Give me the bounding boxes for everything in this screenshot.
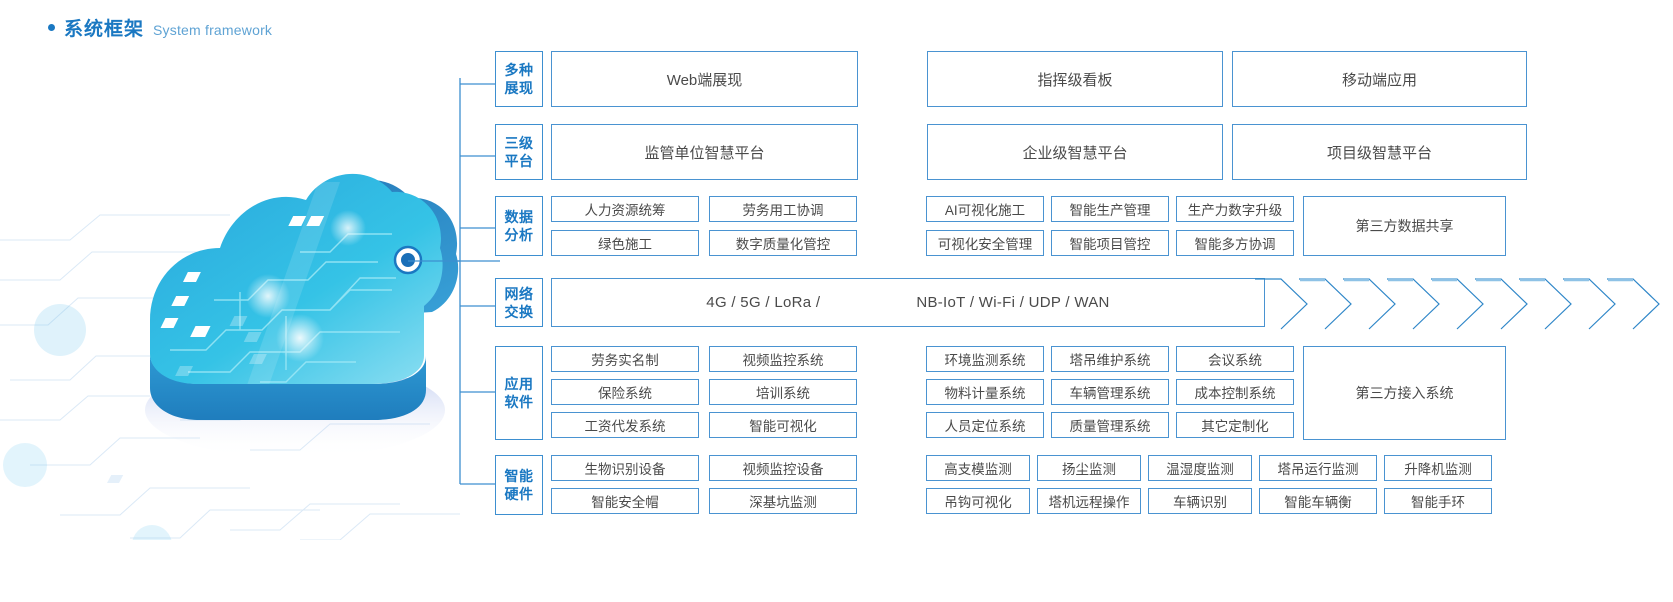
row-three-level-platform: 三级 平台 监管单位智慧平台 企业级智慧平台 项目级智慧平台 — [495, 124, 1527, 180]
cell-green-construction[interactable]: 绿色施工 — [551, 230, 699, 256]
row-network-exchange: 网络 交换 4G / 5G / LoRa / NB-IoT / Wi-Fi / … — [495, 278, 1265, 327]
cell-smart-production-mgmt[interactable]: 智能生产管理 — [1051, 196, 1169, 222]
network-protocols-right: NB-IoT / Wi-Fi / UDP / WAN — [916, 294, 1110, 311]
cell-labor-real-name[interactable]: 劳务实名制 — [551, 346, 699, 372]
box-third-party-access-system[interactable]: 第三方接入系统 — [1303, 346, 1506, 440]
row-label-network: 网络 交换 — [495, 278, 543, 327]
cell-quality-management-system[interactable]: 质量管理系统 — [1051, 412, 1169, 438]
cell-smart-visualization[interactable]: 智能可视化 — [709, 412, 857, 438]
cell-insurance-system[interactable]: 保险系统 — [551, 379, 699, 405]
bullet-dot-icon — [48, 24, 55, 31]
cell-smart-multiparty-coordination[interactable]: 智能多方协调 — [1176, 230, 1294, 256]
cell-payroll-system[interactable]: 工资代发系统 — [551, 412, 699, 438]
smart-hardware-right-cells: 高支模监测 扬尘监测 温湿度监测 塔吊运行监测 升降机监测 吊钩可视化 塔机远程… — [926, 455, 1492, 515]
page-title: 系统框架 System framework — [48, 14, 272, 41]
box-mobile-app[interactable]: 移动端应用 — [1232, 51, 1527, 107]
cell-labor-coordination[interactable]: 劳务用工协调 — [709, 196, 857, 222]
cell-other-customization[interactable]: 其它定制化 — [1176, 412, 1294, 438]
page-title-en: System framework — [153, 22, 273, 38]
row-label-line2: 分析 — [504, 227, 534, 243]
cell-hook-visualization[interactable]: 吊钩可视化 — [926, 488, 1030, 514]
cell-vehicle-recognition[interactable]: 车辆识别 — [1148, 488, 1252, 514]
box-web-presentation[interactable]: Web端展现 — [551, 51, 858, 107]
row-application-software: 应用 软件 劳务实名制 视频监控系统 保险系统 培训系统 工资代发系统 智能可视… — [495, 346, 1506, 440]
cell-temperature-humidity-monitoring[interactable]: 温湿度监测 — [1148, 455, 1252, 481]
row-label-line2: 硬件 — [504, 486, 534, 502]
smart-hardware-left-cells: 生物识别设备 视频监控设备 智能安全帽 深基坑监测 — [551, 455, 857, 515]
row-label-line1: 应用 — [504, 376, 534, 392]
data-analysis-right-cells: AI可视化施工 智能生产管理 生产力数字升级 可视化安全管理 智能项目管控 智能… — [926, 196, 1294, 256]
app-software-left-cells: 劳务实名制 视频监控系统 保险系统 培训系统 工资代发系统 智能可视化 — [551, 346, 857, 440]
cell-meeting-system[interactable]: 会议系统 — [1176, 346, 1294, 372]
box-regulator-platform[interactable]: 监管单位智慧平台 — [551, 124, 858, 180]
row-label-line1: 多种 — [504, 62, 534, 78]
cell-hr-coordination[interactable]: 人力资源统筹 — [551, 196, 699, 222]
cell-visual-safety-mgmt[interactable]: 可视化安全管理 — [926, 230, 1044, 256]
network-flow-arrows-icon — [1255, 278, 1660, 330]
cell-vehicle-management-system[interactable]: 车辆管理系统 — [1051, 379, 1169, 405]
box-enterprise-platform[interactable]: 企业级智慧平台 — [927, 124, 1223, 180]
cell-training-system[interactable]: 培训系统 — [709, 379, 857, 405]
cell-high-formwork-monitoring[interactable]: 高支模监测 — [926, 455, 1030, 481]
cell-video-surveillance-device[interactable]: 视频监控设备 — [709, 455, 857, 481]
row-label-line1: 网络 — [504, 285, 534, 302]
row-label-line2: 展现 — [504, 80, 534, 96]
cell-smart-wristband[interactable]: 智能手环 — [1384, 488, 1492, 514]
cell-tower-crane-remote-operation[interactable]: 塔机远程操作 — [1037, 488, 1141, 514]
row-label-line2: 交换 — [504, 303, 534, 320]
cell-productivity-digital-upgrade[interactable]: 生产力数字升级 — [1176, 196, 1294, 222]
cell-dust-monitoring[interactable]: 扬尘监测 — [1037, 455, 1141, 481]
cell-elevator-monitoring[interactable]: 升降机监测 — [1384, 455, 1492, 481]
cell-digital-quality-control[interactable]: 数字质量化管控 — [709, 230, 857, 256]
cloud-connector-line — [408, 260, 500, 262]
cell-material-metering-system[interactable]: 物料计量系统 — [926, 379, 1044, 405]
row-label-smart-hardware: 智能 硬件 — [495, 455, 543, 515]
row-label-line2: 软件 — [504, 394, 534, 410]
cloud-connector-node-icon — [393, 245, 423, 275]
row-label-line2: 平台 — [504, 153, 534, 169]
cell-smart-weighbridge[interactable]: 智能车辆衡 — [1259, 488, 1377, 514]
cell-biometric-device[interactable]: 生物识别设备 — [551, 455, 699, 481]
row-label-presentation: 多种 展现 — [495, 51, 543, 107]
cell-smart-project-control[interactable]: 智能项目管控 — [1051, 230, 1169, 256]
row-data-analysis: 数据 分析 人力资源统筹 劳务用工协调 绿色施工 数字质量化管控 AI可视化施工… — [495, 196, 1506, 256]
cell-crane-maintenance-system[interactable]: 塔吊维护系统 — [1051, 346, 1169, 372]
row-label-platform: 三级 平台 — [495, 124, 543, 180]
cell-smart-helmet[interactable]: 智能安全帽 — [551, 488, 699, 514]
box-third-party-data-sharing[interactable]: 第三方数据共享 — [1303, 196, 1506, 256]
cloud-illustration — [0, 120, 470, 602]
data-analysis-left-cells: 人力资源统筹 劳务用工协调 绿色施工 数字质量化管控 — [551, 196, 857, 256]
box-command-dashboard[interactable]: 指挥级看板 — [927, 51, 1223, 107]
page-title-cn: 系统框架 — [64, 19, 145, 40]
cell-crane-operation-monitoring[interactable]: 塔吊运行监测 — [1259, 455, 1377, 481]
row-presentation: 多种 展现 Web端展现 指挥级看板 移动端应用 — [495, 51, 1527, 107]
row-label-line1: 三级 — [504, 135, 534, 151]
cell-cost-control-system[interactable]: 成本控制系统 — [1176, 379, 1294, 405]
network-protocols-left: 4G / 5G / LoRa / — [706, 294, 821, 311]
row-label-line1: 数据 — [504, 209, 534, 225]
row-label-line1: 智能 — [504, 468, 534, 484]
cell-video-surveillance-system[interactable]: 视频监控系统 — [709, 346, 857, 372]
cell-environment-monitoring-system[interactable]: 环境监测系统 — [926, 346, 1044, 372]
cell-personnel-positioning-system[interactable]: 人员定位系统 — [926, 412, 1044, 438]
row-label-data-analysis: 数据 分析 — [495, 196, 543, 256]
app-software-right-cells: 环境监测系统 塔吊维护系统 会议系统 物料计量系统 车辆管理系统 成本控制系统 … — [926, 346, 1294, 440]
cell-deep-foundation-pit-monitoring[interactable]: 深基坑监测 — [709, 488, 857, 514]
network-protocol-bar: 4G / 5G / LoRa / NB-IoT / Wi-Fi / UDP / … — [551, 278, 1265, 327]
cell-ai-visual-construction[interactable]: AI可视化施工 — [926, 196, 1044, 222]
box-project-platform[interactable]: 项目级智慧平台 — [1232, 124, 1527, 180]
row-smart-hardware: 智能 硬件 生物识别设备 视频监控设备 智能安全帽 深基坑监测 高支模监测 扬尘… — [495, 455, 1492, 515]
row-label-application-software: 应用 软件 — [495, 346, 543, 440]
